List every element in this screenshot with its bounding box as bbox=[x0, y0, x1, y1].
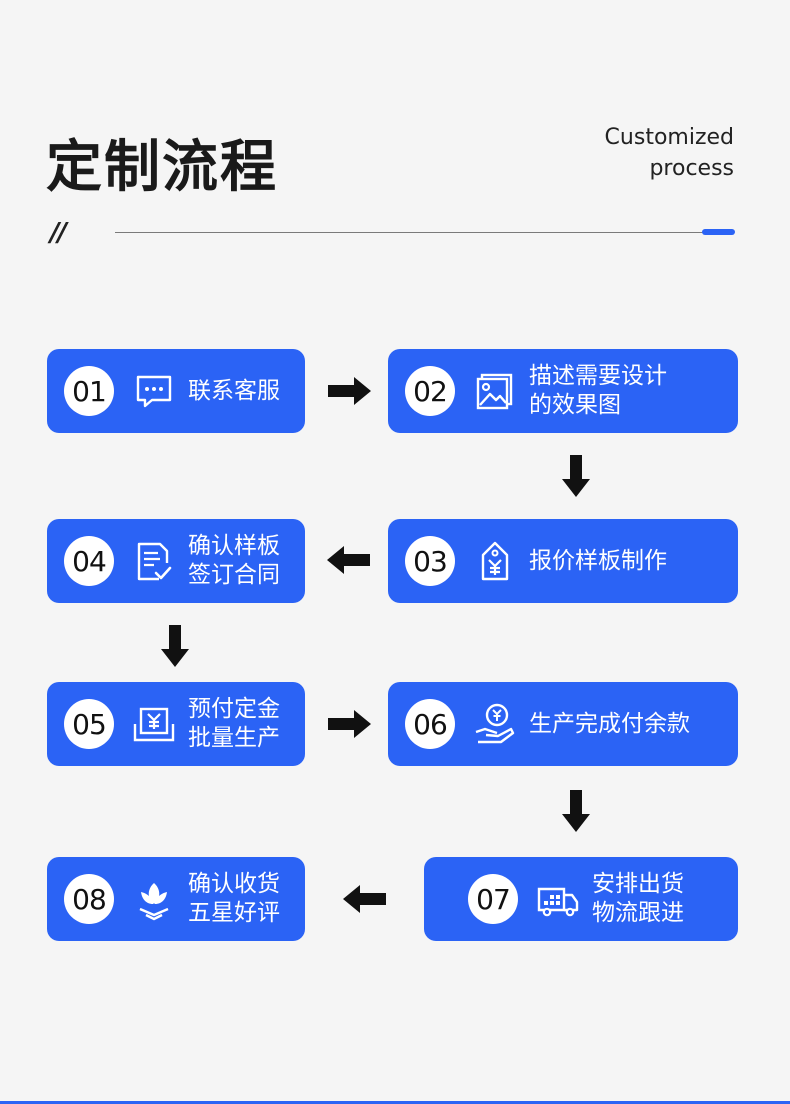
step-label: 确认收货 五星好评 bbox=[188, 870, 280, 928]
arrow-left-icon bbox=[327, 546, 370, 574]
step-label-line-1: 安排出货 bbox=[592, 871, 684, 897]
chat-icon bbox=[136, 375, 172, 408]
step-label-line-1: 确认收货 bbox=[188, 871, 280, 897]
delivery-truck-icon bbox=[537, 887, 579, 917]
lotus-icon bbox=[139, 883, 169, 921]
step-card-06: 06 生产完成付余款 bbox=[388, 682, 738, 766]
step-label-line-2: 五星好评 bbox=[188, 900, 280, 926]
step-label: 联系客服 bbox=[188, 377, 280, 406]
step-number: 06 bbox=[405, 699, 455, 749]
step-label-line-2: 物流跟进 bbox=[592, 900, 684, 926]
step-card-01: 01 联系客服 bbox=[47, 349, 305, 433]
subtitle-line-2: process bbox=[649, 156, 734, 181]
divider-accent bbox=[702, 229, 735, 235]
step-label: 生产完成付余款 bbox=[529, 710, 690, 739]
step-card-04: 04 确认样板 签订合同 bbox=[47, 519, 305, 603]
step-card-05: 05 预付定金 批量生产 bbox=[47, 682, 305, 766]
arrow-right-icon bbox=[328, 710, 371, 738]
arrow-down-icon bbox=[161, 625, 189, 667]
step-label-line-2: 的效果图 bbox=[529, 392, 621, 418]
step-label-line-2: 批量生产 bbox=[188, 725, 280, 751]
step-number: 05 bbox=[64, 699, 114, 749]
step-label-line-1: 描述需要设计 bbox=[529, 363, 667, 389]
step-number: 08 bbox=[64, 874, 114, 924]
yuan-envelope-icon bbox=[133, 707, 175, 742]
step-label-line-1: 确认样板 bbox=[188, 533, 280, 559]
step-card-02: 02 描述需要设计 的效果图 bbox=[388, 349, 738, 433]
step-number: 04 bbox=[64, 536, 114, 586]
price-tag-icon bbox=[481, 541, 509, 581]
arrow-right-icon bbox=[328, 377, 371, 405]
divider-line bbox=[115, 232, 715, 233]
page-subtitle: Customized process bbox=[605, 122, 734, 184]
step-label: 预付定金 批量生产 bbox=[188, 695, 280, 753]
arrow-down-icon bbox=[562, 455, 590, 497]
step-label-line-1: 预付定金 bbox=[188, 696, 280, 722]
image-icon bbox=[476, 373, 513, 410]
step-label-line-2: 签订合同 bbox=[188, 562, 280, 588]
step-card-07: 07 安排出货 物流跟进 bbox=[424, 857, 738, 941]
step-label-line-1: 生产完成付余款 bbox=[529, 710, 690, 737]
arrow-down-icon bbox=[562, 790, 590, 832]
step-label: 报价样板制作 bbox=[529, 547, 667, 576]
step-label: 确认样板 签订合同 bbox=[188, 532, 280, 590]
step-card-08: 08 确认收货 五星好评 bbox=[47, 857, 305, 941]
step-label: 描述需要设计 的效果图 bbox=[529, 362, 667, 420]
divider-mark: // bbox=[50, 218, 67, 248]
step-label-line-1: 联系客服 bbox=[188, 377, 280, 404]
subtitle-line-1: Customized bbox=[604, 125, 734, 150]
arrow-left-icon bbox=[343, 885, 386, 913]
page-title: 定制流程 bbox=[46, 135, 278, 200]
hand-coin-icon bbox=[475, 703, 515, 744]
step-card-03: 03 报价样板制作 bbox=[388, 519, 738, 603]
step-label: 安排出货 物流跟进 bbox=[592, 870, 684, 928]
document-check-icon bbox=[137, 542, 172, 581]
step-number: 01 bbox=[64, 366, 114, 416]
bottom-accent-line bbox=[0, 1101, 790, 1104]
step-number: 02 bbox=[405, 366, 455, 416]
step-number: 07 bbox=[468, 874, 518, 924]
step-number: 03 bbox=[405, 536, 455, 586]
step-label-line-1: 报价样板制作 bbox=[529, 547, 667, 574]
